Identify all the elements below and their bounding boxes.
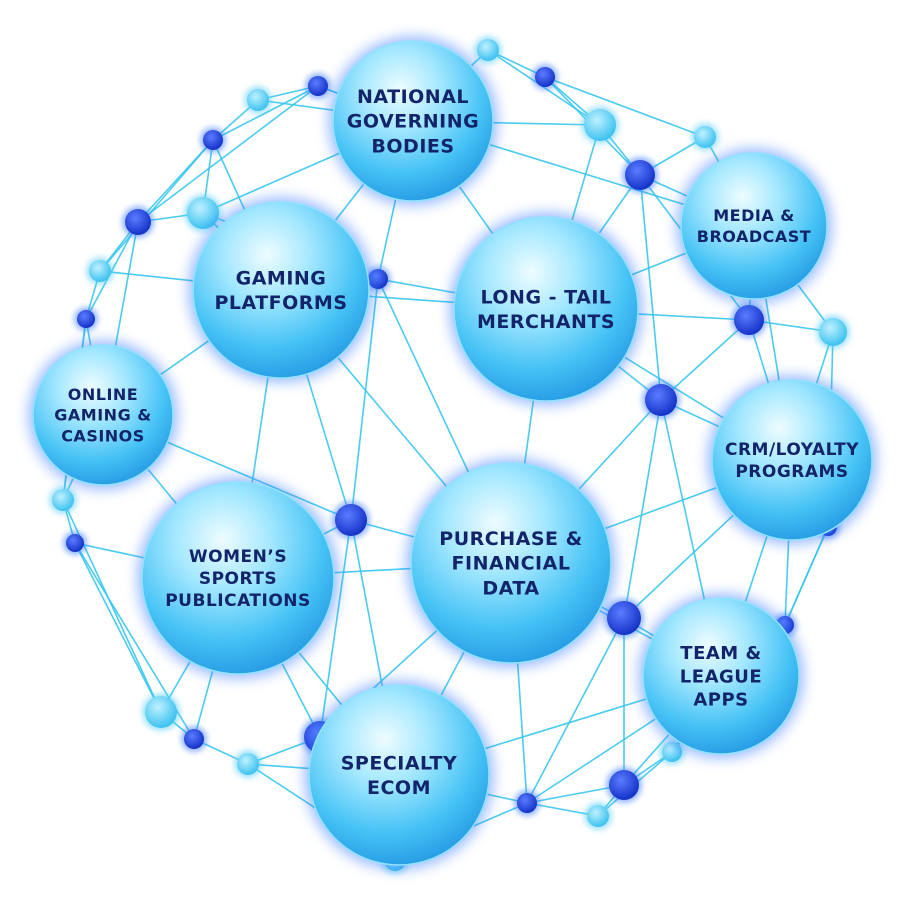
node-bubble (332, 40, 494, 202)
node-label: PUBLICATIONS (165, 591, 311, 611)
node-label: SPORTS (199, 569, 277, 589)
node-label: WOMEN’S (189, 547, 287, 567)
connection-line (544, 76, 706, 138)
junction-dot-light (234, 750, 262, 778)
node-label: MERCHANTS (477, 311, 615, 333)
node-online: ONLINE GAMING &CASINOS (29, 341, 177, 489)
node-label: SPECIALTY (341, 752, 458, 774)
junction-dot-dark (122, 206, 154, 238)
junction-dot-dark (532, 64, 558, 90)
junction-dot-dark (74, 307, 98, 331)
node-label: GOVERNING (347, 111, 480, 133)
node-label: LEAGUE (680, 666, 762, 687)
node-label: PROGRAMS (735, 462, 848, 482)
junction-dot-dark (181, 726, 207, 752)
junction-dot-light (691, 123, 719, 151)
node-bubble (642, 597, 800, 755)
node-label: ECOM (367, 777, 431, 799)
junction-dot-light (184, 194, 222, 232)
connection-line (639, 174, 662, 401)
node-specialty: SPECIALTY ECOM (305, 681, 493, 869)
connection-line (660, 319, 750, 401)
node-bubble (141, 481, 335, 675)
junction-dot-light (86, 257, 114, 285)
connection-line (99, 139, 214, 272)
node-gaming: GAMING PLATFORMS (189, 198, 373, 382)
node-longtail: LONG - TAIL MERCHANTS (450, 213, 642, 405)
junction-dot-dark (606, 767, 642, 803)
node-label: NATIONAL (357, 86, 469, 108)
node-media: MEDIA & BROADCAST (677, 149, 831, 303)
node-label: BODIES (371, 135, 454, 157)
node-label: BROADCAST (697, 227, 811, 246)
node-label: LONG - TAIL (480, 286, 611, 308)
junction-dot-dark (642, 381, 680, 419)
node-label: CRM/LOYALTY (725, 440, 859, 460)
junction-dot-light (142, 693, 180, 731)
junction-dot-light (49, 486, 77, 514)
node-label: GAMING & (54, 406, 151, 425)
junction-dot-light (581, 106, 619, 144)
node-label: PURCHASE & (439, 528, 582, 550)
junction-dot-dark (731, 302, 767, 338)
node-team: TEAM &LEAGUE APPS (639, 594, 803, 758)
junction-dot-light (244, 86, 272, 114)
node-label: DATA (482, 577, 539, 599)
node-bubble (192, 201, 370, 379)
junction-dot-dark (622, 157, 658, 193)
node-label: APPS (693, 690, 748, 711)
node-bubble (32, 344, 174, 486)
junction-dot-dark (63, 531, 87, 555)
junction-dot-dark (200, 127, 226, 153)
node-bubble (711, 379, 873, 541)
junction-dot-light (816, 315, 850, 349)
connection-line (212, 85, 319, 141)
node-label: TEAM & (680, 643, 761, 664)
node-label: PLATFORMS (214, 292, 347, 314)
junction-dot-dark (332, 501, 370, 539)
junction-dot-dark (305, 73, 331, 99)
connection-line (784, 526, 829, 626)
connection-line (319, 519, 352, 738)
node-bubble (680, 152, 828, 300)
connection-line (137, 85, 319, 223)
node-label: FINANCIAL (452, 553, 571, 575)
connection-line (623, 399, 662, 619)
node-label: GAMING (236, 267, 327, 289)
node-bubble (410, 462, 612, 664)
connection-line (74, 542, 162, 713)
junction-dot-dark (514, 790, 540, 816)
connection-line (350, 278, 379, 521)
node-label: ONLINE (68, 385, 138, 404)
connection-line (526, 617, 625, 804)
junction-dot-dark (604, 598, 644, 638)
node-bubble (453, 216, 639, 402)
junction-dot-light (474, 36, 502, 64)
node-bubble (308, 684, 490, 866)
junction-dot-light (584, 802, 612, 830)
node-label: CASINOS (61, 426, 145, 445)
node-label: MEDIA & (713, 206, 795, 225)
